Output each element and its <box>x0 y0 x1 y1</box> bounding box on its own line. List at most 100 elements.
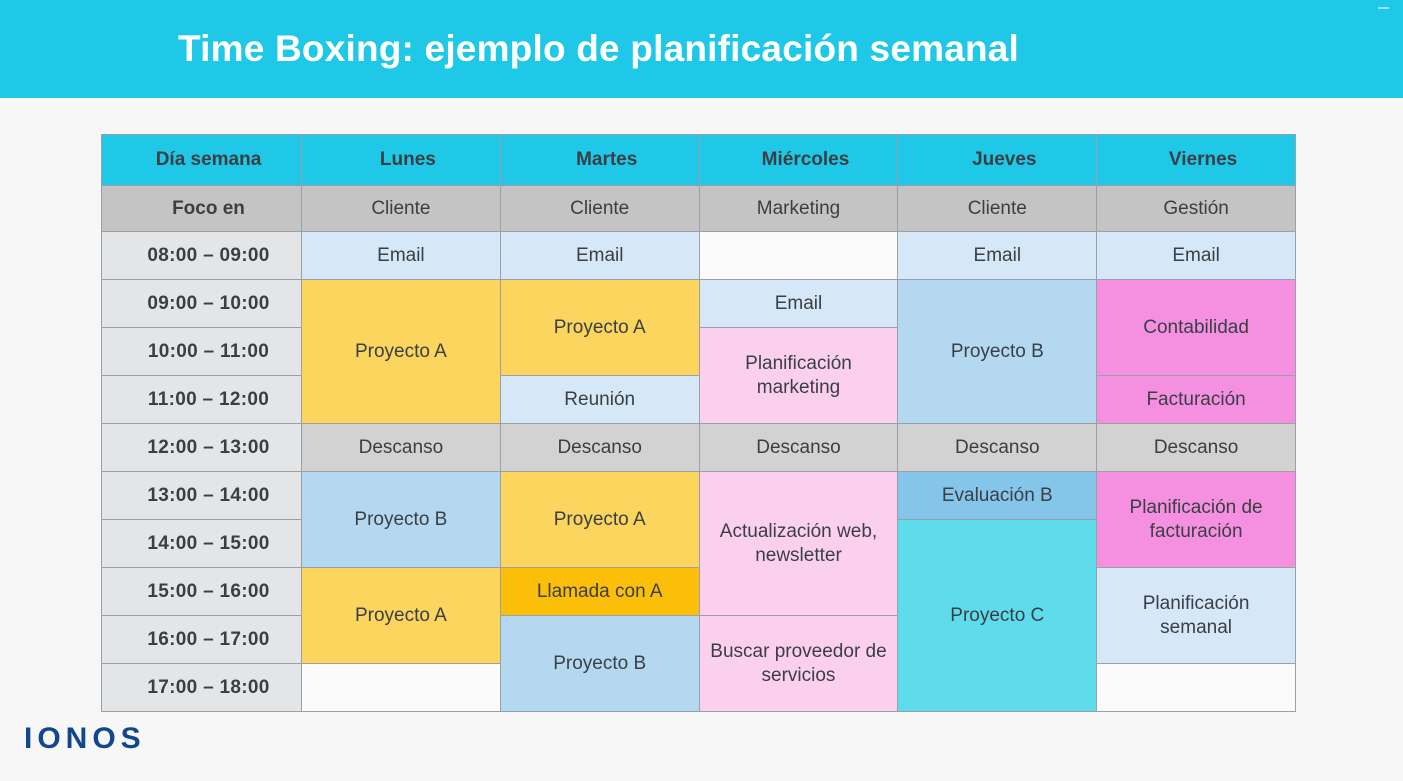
schedule-cell-viernes[interactable]: Planificación semanal <box>1096 567 1296 664</box>
schedule-cell-miercoles[interactable] <box>698 231 899 280</box>
schedule-cell-label: Planificación de facturación <box>1129 497 1263 542</box>
focus-cell-lunes: Cliente <box>301 185 501 232</box>
schedule-cell-lunes[interactable]: Email <box>301 231 501 280</box>
schedule-cell-miercoles[interactable]: Planificación marketing <box>698 327 899 424</box>
schedule-cell-label: Proyecto B <box>354 508 448 530</box>
schedule-cell-martes[interactable]: Proyecto A <box>499 471 700 568</box>
header-cell-lunes: Lunes <box>301 134 501 186</box>
header-cell-martes: Martes <box>499 134 700 186</box>
schedule-cell-label: Evaluación B <box>941 484 1053 506</box>
schedule-cell-label: Contabilidad <box>1143 316 1249 338</box>
schedule-cell-viernes[interactable]: Email <box>1096 231 1296 280</box>
schedule-cell-martes[interactable]: Email <box>499 231 700 280</box>
schedule-cell-martes[interactable]: Proyecto A <box>499 279 700 376</box>
focus-cell-miercoles: Marketing <box>698 185 899 232</box>
schedule-cell-miercoles[interactable]: Descanso <box>698 423 899 472</box>
ionos-logo: IONOS <box>24 722 146 755</box>
schedule-cell-label: Actualización web, newsletter <box>719 521 878 566</box>
schedule-cell-miercoles[interactable]: Email <box>698 279 899 328</box>
schedule-row: 11:00 – 12:00 Reunión Facturación <box>101 375 1296 424</box>
schedule-cell-jueves[interactable]: Descanso <box>897 423 1098 472</box>
schedule-cell-jueves[interactable]: Evaluación B <box>897 471 1098 520</box>
schedule-cell-label: Descanso <box>557 436 642 458</box>
schedule-cell-label: Planificación marketing <box>745 353 852 398</box>
time-slot-label: 13:00 – 14:00 <box>101 471 302 520</box>
schedule-table-wrapper: Día semana Lunes Martes Miércoles Jueves… <box>101 134 1296 712</box>
schedule-cell-label: Email <box>1172 244 1220 266</box>
banner-corner-mark <box>1378 7 1389 9</box>
schedule-cell-viernes[interactable]: Contabilidad <box>1096 279 1296 376</box>
time-slot-label: 12:00 – 13:00 <box>101 423 302 472</box>
time-slot-label: 15:00 – 16:00 <box>101 567 302 616</box>
schedule-cell-viernes[interactable] <box>1096 663 1296 712</box>
schedule-cell-jueves[interactable]: Proyecto C <box>897 519 1098 712</box>
focus-cell-viernes: Gestión <box>1096 185 1296 232</box>
header-cell-day-label: Día semana <box>101 134 302 186</box>
schedule-cell-label: Email <box>377 244 425 266</box>
focus-row: Foco en Cliente Cliente Marketing Client… <box>101 185 1296 232</box>
schedule-cell-label: Email <box>774 292 823 314</box>
weekly-schedule-table: Día semana Lunes Martes Miércoles Jueves… <box>101 134 1296 712</box>
schedule-row: 17:00 – 18:00 <box>101 663 1296 712</box>
schedule-cell-martes[interactable]: Descanso <box>499 423 700 472</box>
schedule-cell-label: Email <box>973 244 1022 266</box>
time-slot-label: 08:00 – 09:00 <box>101 231 302 280</box>
schedule-cell-label: Proyecto B <box>950 340 1044 362</box>
schedule-cell-martes[interactable]: Llamada con A <box>499 567 700 616</box>
focus-cell-martes: Cliente <box>499 185 700 232</box>
focus-cell-jueves: Cliente <box>897 185 1098 232</box>
time-slot-label: 17:00 – 18:00 <box>101 663 302 712</box>
schedule-cell-jueves[interactable]: Proyecto B <box>897 279 1098 424</box>
schedule-cell-label: Facturación <box>1146 388 1246 410</box>
schedule-cell-martes[interactable]: Reunión <box>499 375 700 424</box>
schedule-cell-label: Proyecto A <box>354 340 447 362</box>
schedule-cell-lunes[interactable]: Proyecto A <box>301 567 501 664</box>
schedule-cell-label: Email <box>575 244 624 266</box>
page-title: Time Boxing: ejemplo de planificación se… <box>178 27 1020 69</box>
schedule-cell-label: Llamada con A <box>536 580 663 602</box>
table-head: Día semana Lunes Martes Miércoles Jueves… <box>101 134 1296 232</box>
time-slot-label: 09:00 – 10:00 <box>101 279 302 328</box>
time-slot-label: 16:00 – 17:00 <box>101 615 302 664</box>
schedule-cell-viernes[interactable]: Descanso <box>1096 423 1296 472</box>
header-cell-viernes: Viernes <box>1096 134 1296 186</box>
schedule-cell-miercoles[interactable]: Buscar proveedor de servicios <box>698 615 899 712</box>
schedule-cell-label: Planificación semanal <box>1142 593 1250 638</box>
schedule-row: 12:00 – 13:00 Descanso Descanso Descanso Des… <box>101 423 1296 472</box>
schedule-cell-martes[interactable]: Proyecto B <box>499 615 700 712</box>
schedule-cell-lunes[interactable] <box>301 663 501 712</box>
schedule-cell-viernes[interactable]: Planificación de facturación <box>1096 471 1296 568</box>
schedule-cell-label: Proyecto A <box>553 316 646 338</box>
schedule-cell-label: Descanso <box>1153 436 1239 458</box>
title-banner: Time Boxing: ejemplo de planificación se… <box>0 0 1403 98</box>
schedule-cell-label: Buscar proveedor de servicios <box>710 641 887 686</box>
schedule-cell-label: Descanso <box>756 436 841 458</box>
focus-row-label: Foco en <box>101 185 302 232</box>
header-row: Día semana Lunes Martes Miércoles Jueves… <box>101 134 1296 186</box>
header-cell-miercoles: Miércoles <box>698 134 899 186</box>
time-slot-label: 11:00 – 12:00 <box>101 375 302 424</box>
schedule-cell-label: Proyecto A <box>354 604 447 626</box>
time-slot-label: 14:00 – 15:00 <box>101 519 302 568</box>
schedule-cell-viernes[interactable]: Facturación <box>1096 375 1296 424</box>
schedule-cell-label: Descanso <box>358 436 444 458</box>
schedule-cell-lunes[interactable]: Descanso <box>301 423 501 472</box>
schedule-cell-jueves[interactable]: Email <box>897 231 1098 280</box>
schedule-cell-label: Proyecto A <box>553 508 646 530</box>
schedule-cell-lunes[interactable]: Proyecto B <box>301 471 501 568</box>
header-cell-jueves: Jueves <box>897 134 1098 186</box>
schedule-cell-label: Descanso <box>955 436 1040 458</box>
schedule-cell-label: Proyecto B <box>553 652 647 674</box>
schedule-cell-lunes[interactable]: Proyecto A <box>301 279 501 424</box>
schedule-cell-label: Proyecto C <box>950 604 1045 626</box>
schedule-cell-label: Reunión <box>564 388 636 410</box>
schedule-cell-miercoles[interactable]: Actualización web, newsletter <box>698 471 899 616</box>
